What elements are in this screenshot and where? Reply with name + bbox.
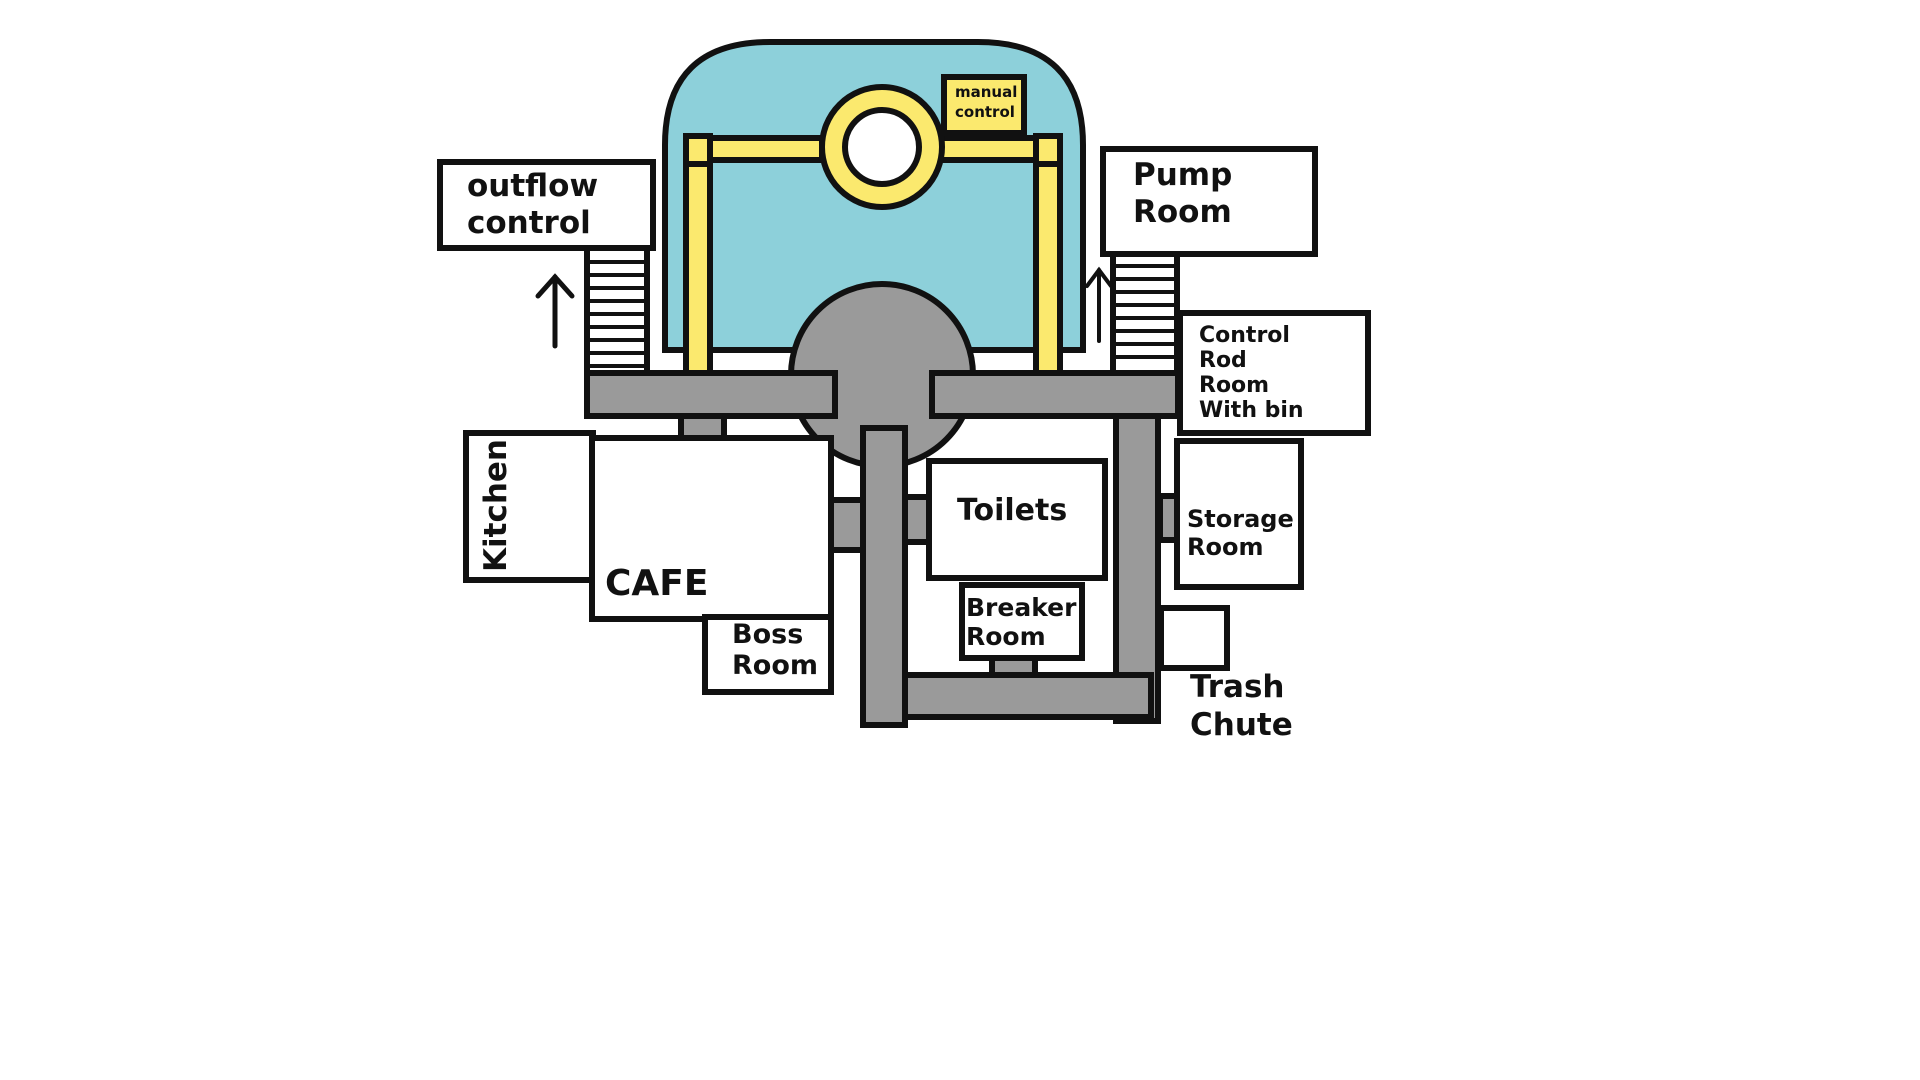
stairs-left-treads <box>590 260 644 368</box>
reactor-core <box>842 107 922 187</box>
storage-room-label: Storage Room <box>1187 505 1302 561</box>
reactor-frame-top-bar-right <box>937 135 1039 163</box>
connector-cafe-hall <box>828 497 866 553</box>
cafe-room[interactable] <box>589 435 834 622</box>
toilets-room[interactable] <box>926 458 1108 581</box>
up-arrow-icon <box>535 273 575 349</box>
outflow-control-label: outflow control <box>467 168 609 241</box>
hallway-left-vertical <box>860 425 908 728</box>
stairs-right-treads <box>1116 264 1174 359</box>
hallway-right-vertical <box>1113 413 1161 724</box>
boss-room[interactable] <box>702 614 834 695</box>
pump-room[interactable] <box>1100 146 1318 257</box>
breaker-room-label: Breaker Room <box>966 593 1085 651</box>
outflow-control-room[interactable] <box>437 159 656 251</box>
upper-walkway-left <box>584 370 838 419</box>
cafe-label: CAFE <box>605 563 708 604</box>
reactor-frame-left-cap <box>683 133 713 167</box>
boss-room-label: Boss Room <box>732 619 818 681</box>
up-arrow-icon <box>1085 266 1113 343</box>
pump-room-label: Pump Room <box>1133 157 1243 230</box>
reactor-frame-right-cap <box>1033 133 1063 167</box>
reactor-frame-right-post <box>1033 133 1063 377</box>
kitchen-label: Kitchen <box>478 439 514 572</box>
toilets-label: Toilets <box>957 493 1067 528</box>
kitchen-room[interactable] <box>463 430 596 583</box>
upper-walkway-right <box>929 370 1181 419</box>
breaker-room[interactable] <box>959 582 1085 661</box>
storage-room[interactable] <box>1174 438 1304 590</box>
manual-control-box[interactable] <box>941 74 1027 136</box>
trash-chute-label: Trash Chute <box>1190 669 1295 743</box>
trash-chute-room[interactable] <box>1158 605 1230 671</box>
manual-control-label: manual control <box>955 83 1023 121</box>
hallway-bottom <box>902 672 1154 720</box>
reactor-frame-top-bar-left <box>707 135 825 163</box>
control-rod-room-label: Control Rod Room With bin <box>1199 323 1304 423</box>
control-rod-room[interactable] <box>1177 310 1371 436</box>
reactor-frame-left-post <box>683 133 713 377</box>
